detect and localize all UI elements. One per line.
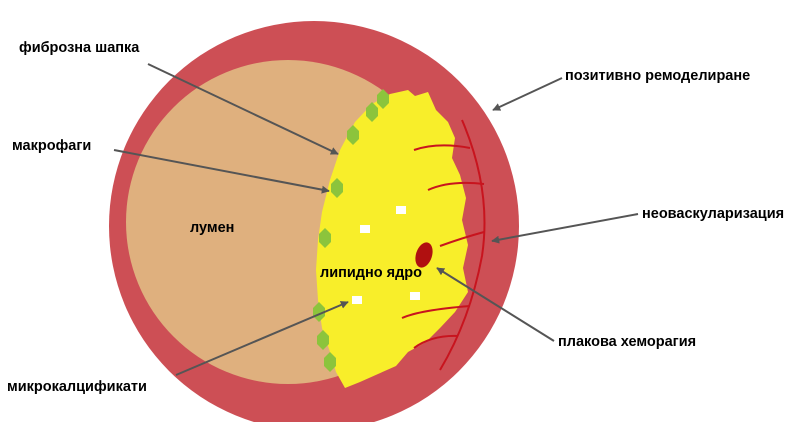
label-macrophages: макрофаги (12, 138, 91, 154)
calcification (352, 296, 362, 304)
label-positive-remodeling: позитивно ремоделиране (565, 68, 750, 84)
calcification (396, 206, 406, 214)
label-neovascularization: неоваскуларизация (642, 206, 784, 222)
calcification (360, 225, 370, 233)
label-plaque-hemorrhage: плакова хеморагия (558, 334, 696, 350)
arrow-positive-remodeling (493, 78, 562, 110)
calcification (410, 292, 420, 300)
label-microcalcifications: микрокалцификати (7, 379, 147, 395)
label-lumen: лумен (190, 220, 234, 236)
label-fibrous-cap: фиброзна шапка (19, 40, 140, 56)
label-lipid-core: липидно ядро (320, 265, 422, 281)
